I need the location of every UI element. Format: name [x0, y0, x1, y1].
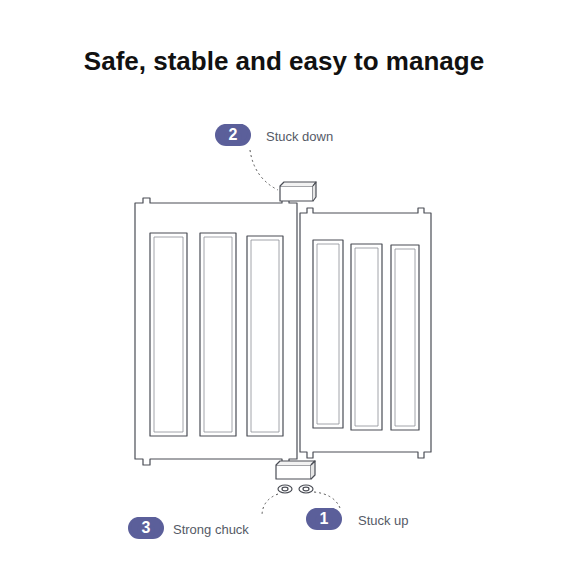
top-clip [280, 186, 313, 201]
panel-slot [200, 233, 236, 436]
panel-slot [351, 244, 382, 430]
callout-label: Strong chuck [173, 522, 249, 537]
right-panel [300, 208, 431, 458]
panel-slot [313, 240, 343, 428]
callout-badge: 2 [215, 124, 251, 146]
callout-number: 2 [215, 124, 251, 146]
panel-slot [150, 233, 187, 436]
leader-line [314, 492, 340, 508]
leader-line [250, 150, 278, 190]
callout-label: Stuck down [266, 129, 333, 144]
bottom-clip [276, 465, 311, 479]
leader-line [262, 494, 278, 516]
panel-slot [391, 245, 419, 430]
callout-label: Stuck up [358, 513, 409, 528]
callout-number: 3 [128, 517, 164, 539]
suction-cup [278, 485, 292, 493]
callout-badge: 1 [306, 508, 342, 530]
title: Safe, stable and easy to manage [0, 46, 568, 77]
suction-cup [299, 485, 313, 493]
callout-badge: 3 [128, 517, 164, 539]
panel-slot [247, 236, 283, 436]
left-panel [135, 198, 297, 465]
callout-number: 1 [306, 508, 342, 530]
